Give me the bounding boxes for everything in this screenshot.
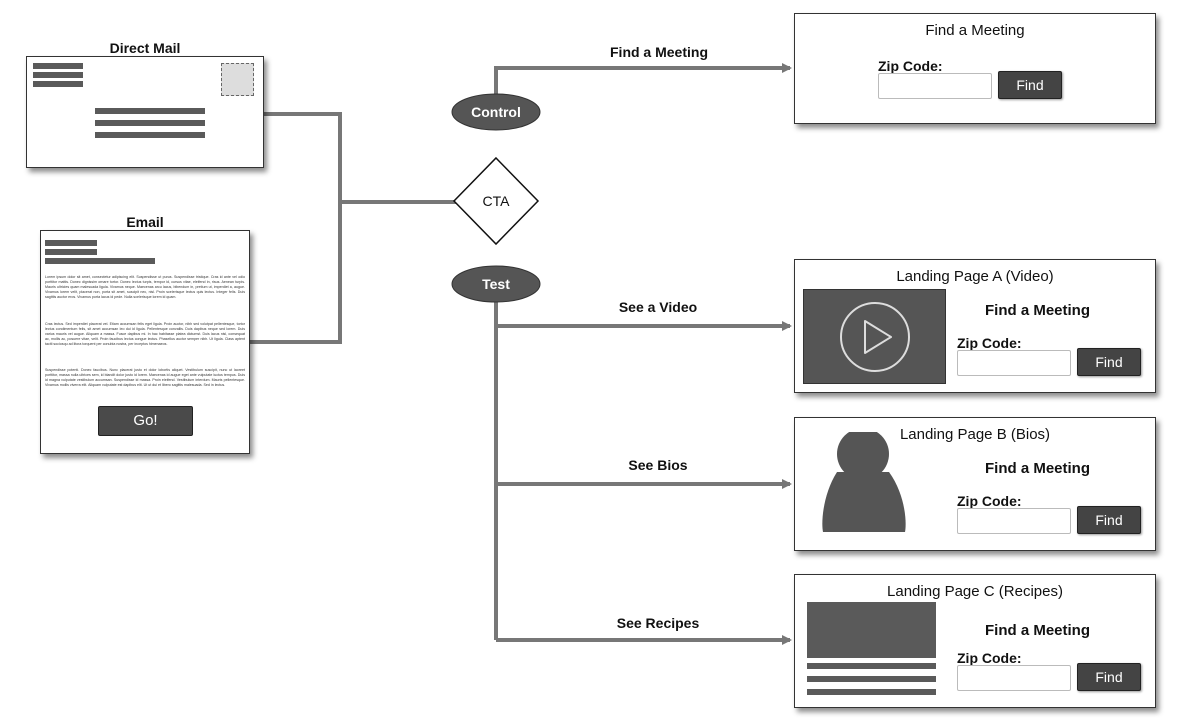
email-heading-bar bbox=[45, 249, 97, 255]
zip-code-input[interactable] bbox=[957, 508, 1071, 534]
recipient-line bbox=[95, 108, 205, 114]
control-label: Control bbox=[471, 104, 521, 120]
find-meeting-heading: Find a Meeting bbox=[985, 460, 1090, 477]
recipe-text-line bbox=[807, 663, 936, 669]
find-button[interactable]: Find bbox=[998, 71, 1062, 99]
test-label: Test bbox=[482, 276, 510, 292]
panel-title: Find a Meeting bbox=[925, 22, 1025, 39]
email-title: Email bbox=[126, 214, 164, 230]
zip-code-label: Zip Code: bbox=[957, 493, 1022, 509]
address-line bbox=[33, 72, 83, 78]
email-connector bbox=[250, 202, 342, 344]
find-button[interactable]: Find bbox=[1077, 506, 1141, 534]
address-line bbox=[33, 81, 83, 87]
panel-title: Landing Page C (Recipes) bbox=[887, 583, 1063, 600]
mail-connector bbox=[263, 112, 458, 204]
zip-code-label: Zip Code: bbox=[957, 650, 1022, 666]
edge-label-bios: See Bios bbox=[628, 457, 687, 473]
email-card: Lorem ipsum dolor sit amet, consectetur … bbox=[40, 230, 250, 454]
panel-title: Landing Page A (Video) bbox=[896, 268, 1054, 285]
direct-mail-card bbox=[26, 56, 264, 168]
edge-label-control: Find a Meeting bbox=[610, 44, 708, 60]
video-thumbnail[interactable] bbox=[803, 289, 946, 384]
control-landing-panel: Find a Meeting Zip Code: Find bbox=[794, 13, 1156, 124]
cta-node: CTA bbox=[452, 156, 540, 246]
go-button[interactable]: Go! bbox=[98, 406, 193, 436]
landing-page-a-panel: Landing Page A (Video) Find a Meeting Zi… bbox=[794, 259, 1156, 393]
landing-page-b-panel: Landing Page B (Bios) Find a Meeting Zip… bbox=[794, 417, 1156, 551]
zip-code-input[interactable] bbox=[878, 73, 992, 99]
person-silhouette-icon bbox=[822, 432, 906, 532]
find-meeting-heading: Find a Meeting bbox=[985, 622, 1090, 639]
test-node: Test bbox=[451, 265, 541, 303]
control-node: Control bbox=[451, 93, 541, 131]
landing-page-c-panel: Landing Page C (Recipes) Find a Meeting … bbox=[794, 574, 1156, 708]
email-heading-bar bbox=[45, 240, 97, 246]
edge-label-recipes: See Recipes bbox=[617, 615, 700, 631]
recipient-line bbox=[95, 132, 205, 138]
recipe-text-line bbox=[807, 689, 936, 695]
zip-code-input[interactable] bbox=[957, 350, 1071, 376]
cta-label: CTA bbox=[483, 193, 511, 209]
panel-title: Landing Page B (Bios) bbox=[899, 426, 1051, 443]
find-button[interactable]: Find bbox=[1077, 663, 1141, 691]
recipe-image-placeholder bbox=[807, 602, 936, 658]
recipe-text-line bbox=[807, 676, 936, 682]
find-button[interactable]: Find bbox=[1077, 348, 1141, 376]
email-heading-bar bbox=[45, 258, 155, 264]
play-icon bbox=[840, 302, 910, 372]
email-paragraph: Suspendisse potenti. Donec faucibus. Nun… bbox=[45, 368, 245, 387]
email-paragraph: Cras lectus. Sed imperdiet placerat vel.… bbox=[45, 322, 245, 346]
edge-label-video: See a Video bbox=[619, 299, 697, 315]
email-paragraph: Lorem ipsum dolor sit amet, consectetur … bbox=[45, 275, 245, 299]
address-line bbox=[33, 63, 83, 69]
stamp-placeholder bbox=[221, 63, 254, 96]
find-meeting-heading: Find a Meeting bbox=[985, 302, 1090, 319]
direct-mail-title: Direct Mail bbox=[109, 40, 181, 56]
control-trunk bbox=[494, 63, 792, 96]
zip-code-input[interactable] bbox=[957, 665, 1071, 691]
zip-code-label: Zip Code: bbox=[878, 58, 943, 74]
recipient-line bbox=[95, 120, 205, 126]
zip-code-label: Zip Code: bbox=[957, 335, 1022, 351]
